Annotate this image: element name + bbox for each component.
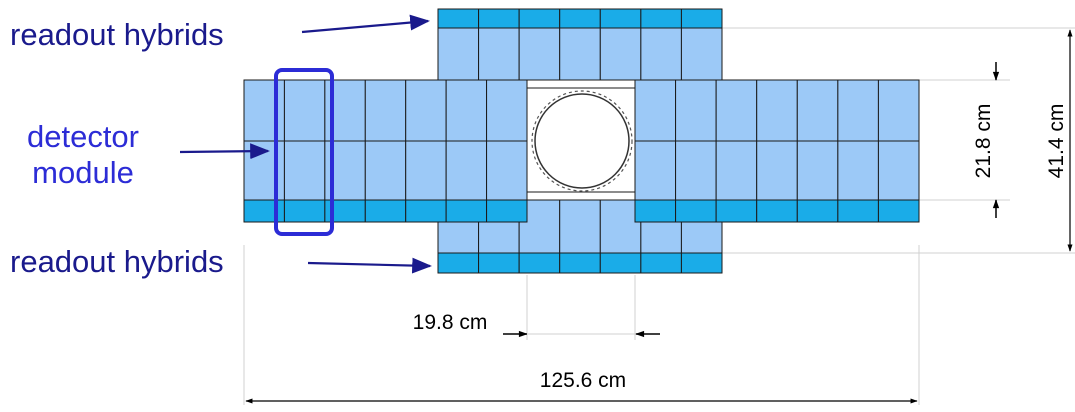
detector-module-right — [796, 140, 839, 201]
detector-module-arrow — [179, 143, 270, 160]
total-width-dimension: 125.6 cm — [540, 369, 626, 392]
readout-bottom-arrow — [307, 257, 432, 274]
detector-module-right — [715, 79, 758, 142]
readout-hybrid-left — [364, 199, 407, 223]
detector-module-right — [715, 140, 758, 201]
detector-module-right — [877, 79, 920, 142]
detector-module-label-line2: module — [32, 155, 134, 190]
readout-hybrid-right — [675, 199, 717, 223]
detector-module-right — [634, 79, 677, 142]
readout-hybrid-top — [559, 8, 601, 29]
inner-height-dimension: 21.8 cm — [972, 104, 995, 179]
readout-hybrid-top — [518, 8, 561, 29]
detector-module-left — [364, 79, 407, 142]
readout-hybrid-bottom — [518, 252, 561, 274]
readout-hybrid-right — [715, 199, 758, 223]
detector-module-top — [640, 27, 682, 81]
readout-hybrid-bottom — [559, 252, 601, 274]
readout-hybrid-bottom — [437, 252, 480, 274]
detector-module-left — [445, 140, 488, 201]
readout-hybrid-top — [640, 8, 682, 29]
detector-module-left — [243, 140, 285, 201]
beam-pipe — [531, 90, 633, 192]
readout-hybrid-right — [634, 199, 677, 223]
detector-module-top — [680, 27, 723, 81]
readout-hybrids-bottom-label: readout hybrids — [10, 244, 224, 279]
readout-hybrid-top — [437, 8, 480, 29]
detector-module-right — [837, 79, 879, 142]
readout-hybrid-top — [478, 8, 520, 29]
detector-module-right — [756, 79, 798, 142]
detector-module-left — [283, 140, 326, 201]
readout-hybrid-left — [243, 199, 285, 223]
readout-hybrid-bottom — [640, 252, 682, 274]
detector-module-top — [599, 27, 642, 81]
readout-hybrid-right — [837, 199, 879, 223]
readout-hybrid-left — [486, 199, 528, 223]
detector-module-right — [837, 140, 879, 201]
detector-module-right — [756, 140, 798, 201]
detector-module-top — [559, 27, 601, 81]
detector-module-left — [405, 79, 447, 142]
detector-modules — [243, 8, 920, 274]
readout-hybrid-top — [599, 8, 642, 29]
detector-module-top — [518, 27, 561, 81]
readout-hybrid-bottom — [478, 252, 520, 274]
detector-module-right — [634, 140, 677, 201]
detector-module-left — [364, 140, 407, 201]
highlighted-module-box — [274, 68, 334, 236]
readout-hybrid-left — [405, 199, 447, 223]
readout-top-arrow — [301, 14, 430, 34]
detector-module-label-line1: detector — [27, 119, 139, 154]
readout-hybrid-right — [756, 199, 798, 223]
detector-module-left — [283, 79, 326, 142]
detector-module-right — [675, 79, 717, 142]
detector-module-bottom — [599, 199, 642, 254]
detector-module-right — [877, 140, 920, 201]
detector-module-top — [437, 27, 480, 81]
detector-module-right — [796, 79, 839, 142]
extension-lines — [243, 27, 1075, 405]
detector-module-left — [486, 79, 528, 142]
detector-module-bottom — [559, 199, 601, 254]
readout-hybrids-top-label: readout hybrids — [10, 17, 224, 52]
detector-module-right — [675, 140, 717, 201]
detector-module-left — [405, 140, 447, 201]
total-height-dimension: 41.4 cm — [1045, 104, 1068, 179]
detector-module-left — [486, 140, 528, 201]
inner-gap-dimension: 19.8 cm — [413, 311, 488, 334]
readout-hybrid-bottom — [680, 252, 723, 274]
detector-module-top — [478, 27, 520, 81]
detector-module-left — [445, 79, 488, 142]
readout-hybrid-left — [283, 199, 326, 223]
readout-hybrid-left — [445, 199, 488, 223]
readout-hybrid-top — [680, 8, 723, 29]
detector-module-left — [243, 79, 285, 142]
readout-hybrid-right — [877, 199, 920, 223]
readout-hybrid-right — [796, 199, 839, 223]
readout-hybrid-bottom — [599, 252, 642, 274]
